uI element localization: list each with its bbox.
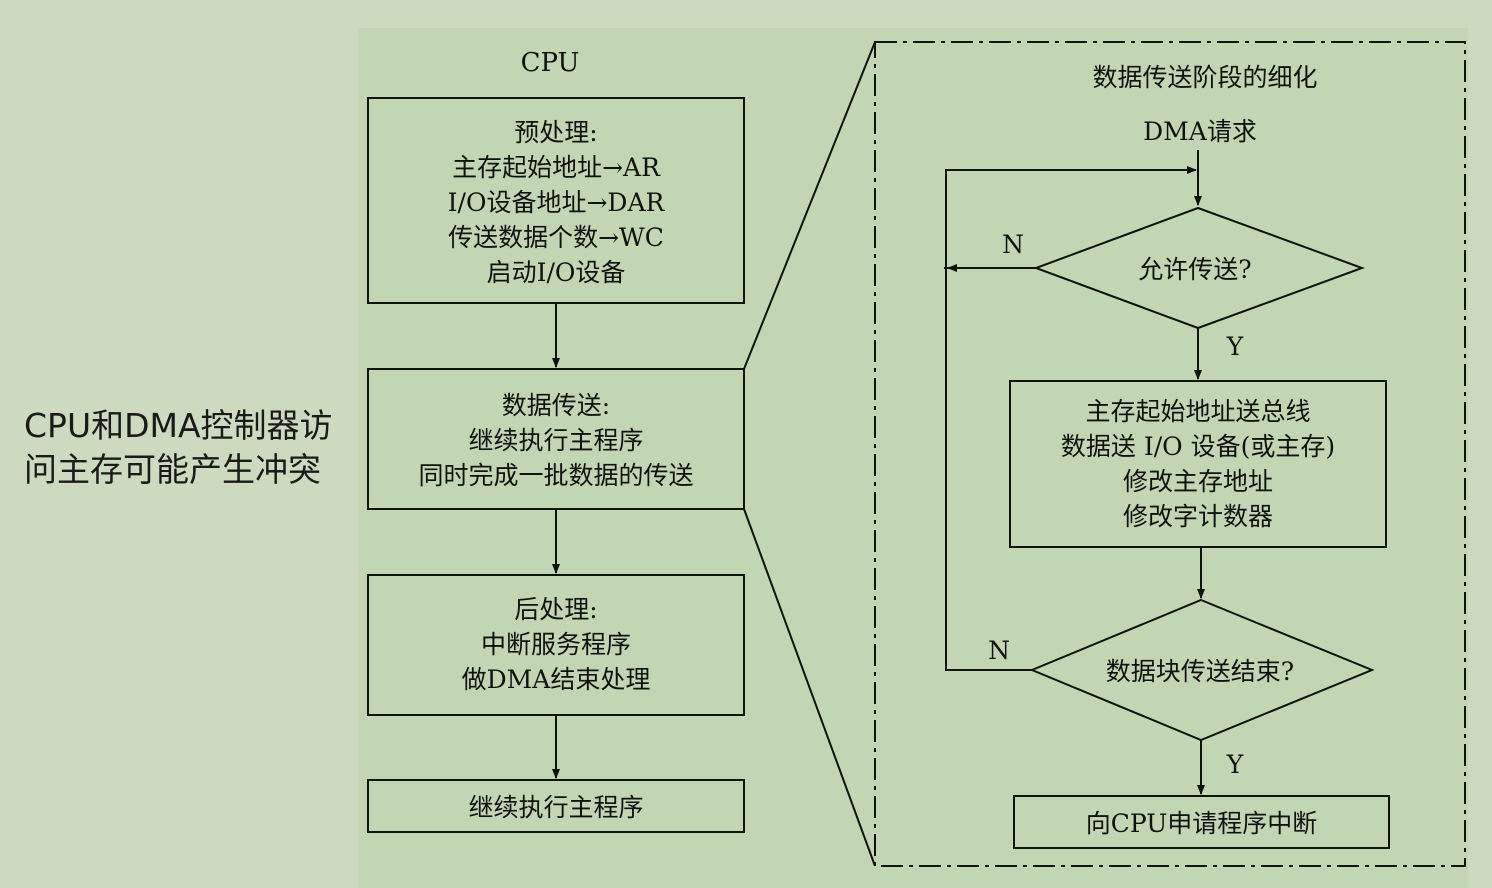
cpu-title: CPU [520, 48, 580, 78]
side-note: CPU和DMA控制器访 问主存可能产生冲突 [24, 406, 333, 489]
dma-request-label: DMA请求 [1143, 117, 1257, 146]
diagram-panel [358, 28, 1468, 888]
zoom-line-bottom [743, 508, 876, 867]
yes-label-allow: Y [1226, 332, 1244, 361]
process-box [1009, 380, 1387, 548]
end-text: 向CPU申请程序中断 [1085, 809, 1318, 838]
resume-text: 继续执行主程序 [468, 793, 644, 822]
detail-frame [874, 41, 1466, 867]
no-label-allow: N [1002, 230, 1024, 259]
end-box [1013, 795, 1390, 849]
zoom-line-top [743, 41, 876, 370]
loop-not-done [945, 268, 1032, 671]
yes-label-done: Y [1226, 750, 1244, 779]
done-decision-text: 数据块传送结束? [1105, 657, 1295, 686]
no-label-done: N [988, 636, 1010, 665]
postprocess-text: 后处理: 中断服务程序 做DMA结束处理 [461, 594, 651, 694]
resume-box [367, 779, 745, 833]
detail-title: 数据传送阶段的细化 [1092, 63, 1318, 92]
transfer-text: 数据传送: 继续执行主程序 同时完成一批数据的传送 [418, 390, 694, 490]
allow-decision-text: 允许传送? [1138, 255, 1252, 284]
preprocess-text: 预处理: 主存起始地址→AR I/O设备地址→DAR 传送数据个数→WC 启动I… [447, 117, 665, 287]
process-text: 主存起始地址送总线 数据送 I/O 设备(或主存) 修改主存地址 修改字计数器 [1060, 397, 1336, 531]
